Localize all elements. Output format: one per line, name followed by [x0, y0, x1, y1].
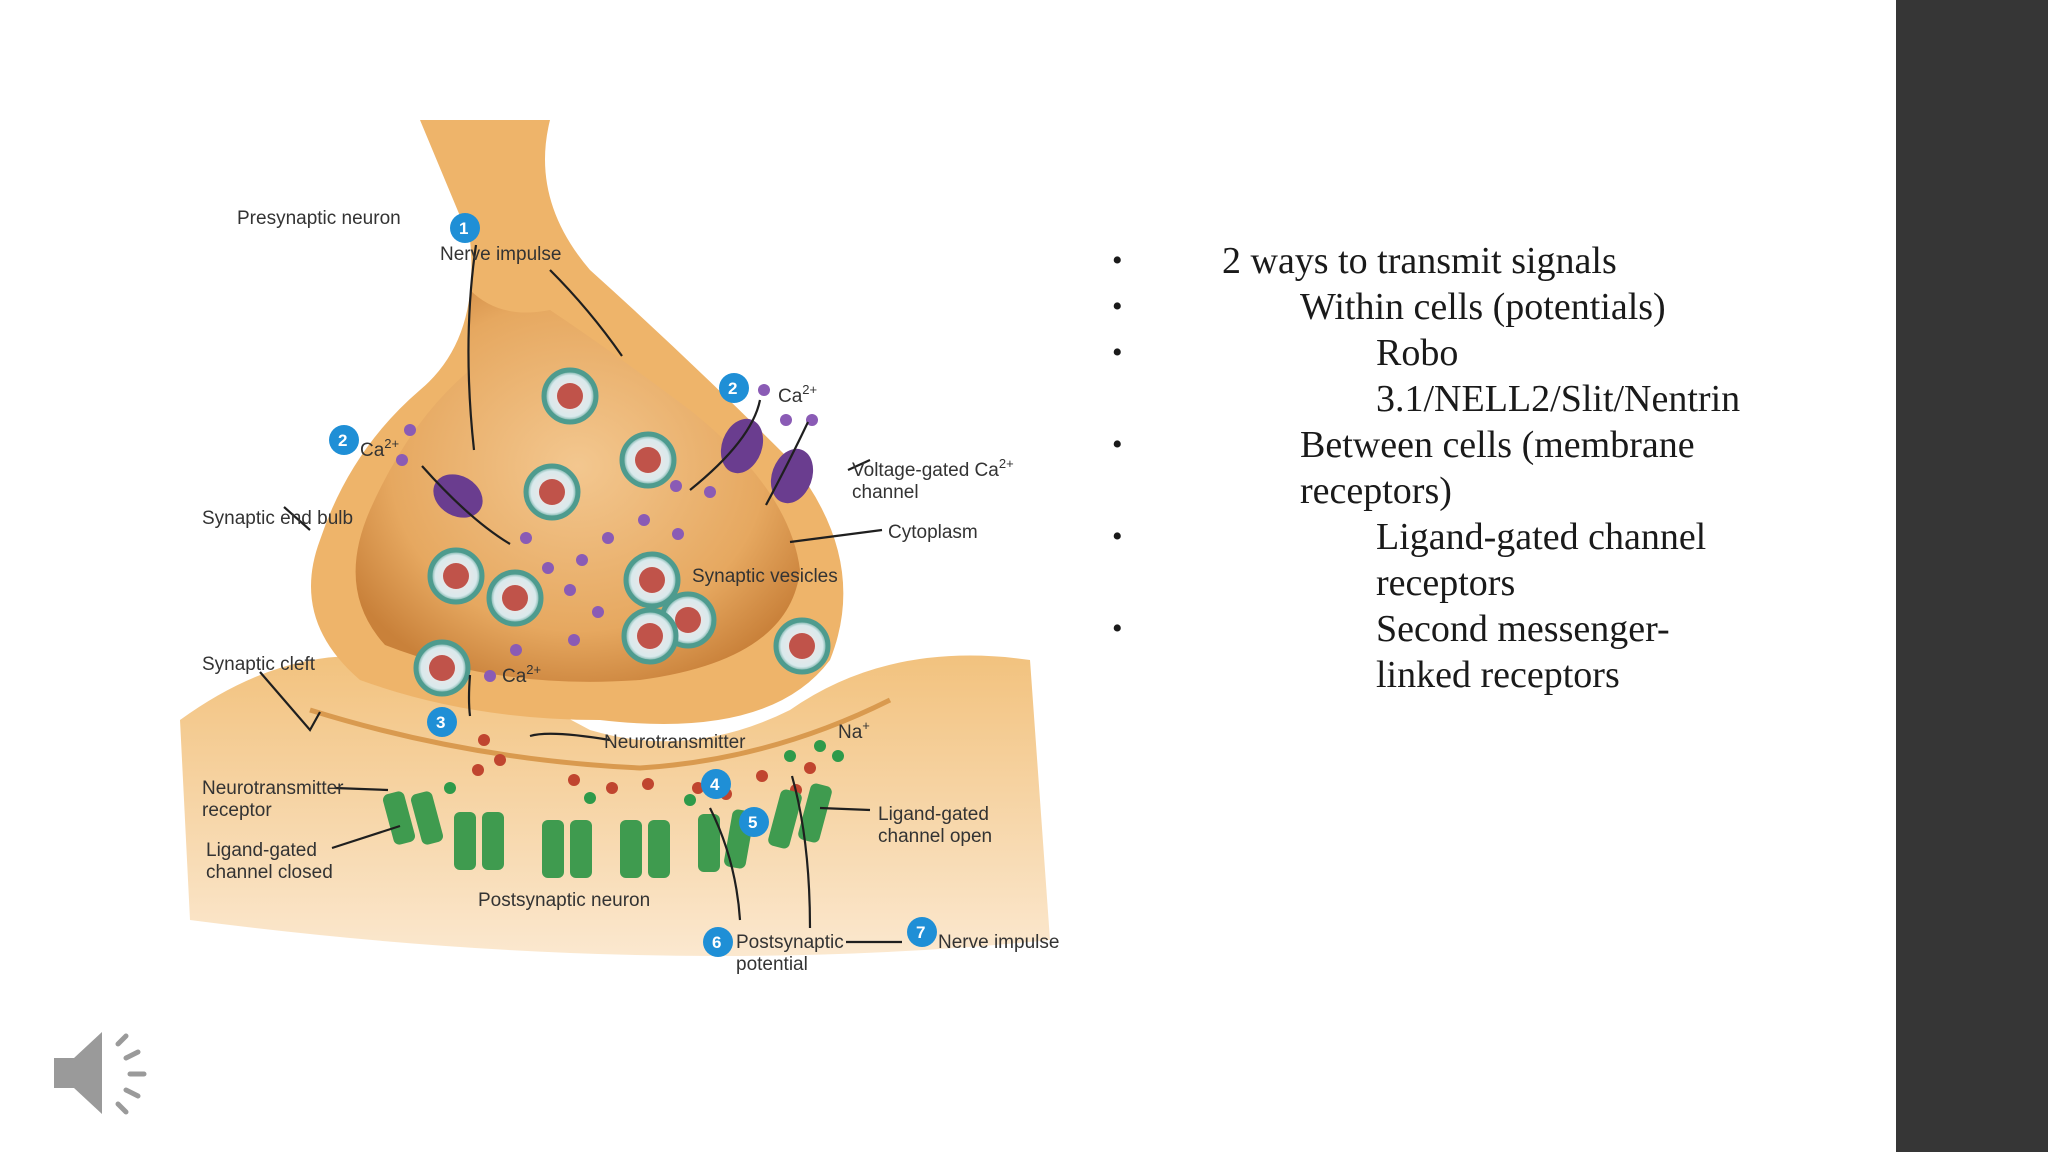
bullet-continuation: receptors): [1300, 470, 1452, 512]
slide: 1 2 2 3 4 5 6 7 Presynaptic neuron Nerve…: [0, 0, 1896, 1152]
diagram-labels: Presynaptic neuron Nerve impulse Ca2+ Ca…: [202, 208, 1059, 975]
bullet-continuation: receptors: [1376, 562, 1516, 604]
svg-text:7: 7: [916, 923, 925, 942]
bullet-level3: Ligand-gated channel: [1112, 514, 1860, 560]
ligand-gated-receptors: [382, 783, 832, 878]
label-nerve-impulse-1: Nerve impulse: [440, 244, 561, 265]
label-postsynaptic-neuron: Postsynaptic neuron: [478, 890, 650, 911]
neurotransmitter-molecules: [472, 734, 816, 800]
sodium-ions: [444, 740, 844, 806]
label-postsynaptic-potential-line2: potential: [736, 954, 808, 975]
label-neurotransmitter: Neurotransmitter: [604, 732, 746, 753]
label-synaptic-end-bulb: Synaptic end bulb: [202, 508, 353, 529]
label-nt-receptor-line2: receptor: [202, 800, 272, 821]
svg-text:2: 2: [728, 379, 737, 398]
synaptic-vesicles: [413, 367, 831, 697]
label-ca-bottom: Ca2+: [502, 662, 541, 687]
bullet-level3: Second messenger-: [1112, 606, 1860, 652]
arrows: [259, 244, 902, 944]
synapse-diagram: 1 2 2 3 4 5 6 7 Presynaptic neuron Nerve…: [180, 120, 1059, 975]
label-voltage-gated-line1: Voltage-gated Ca2+: [852, 456, 1014, 481]
side-panel: [1896, 0, 2048, 1152]
label-synaptic-cleft: Synaptic cleft: [202, 654, 316, 675]
calcium-ions: [396, 384, 818, 682]
bullet-level2: Between cells (membrane: [1112, 422, 1860, 468]
postsynaptic-neuron-shape: [180, 655, 1050, 956]
label-lg-closed-line1: Ligand-gated: [206, 840, 317, 861]
svg-text:1: 1: [459, 219, 468, 238]
label-lg-closed-line2: channel closed: [206, 862, 333, 883]
svg-text:2: 2: [338, 431, 347, 450]
label-nerve-impulse-7: Nerve impulse: [938, 932, 1059, 953]
svg-text:5: 5: [748, 813, 757, 832]
svg-text:4: 4: [710, 775, 720, 794]
label-voltage-gated-line2: channel: [852, 482, 919, 503]
label-ca-right: Ca2+: [778, 382, 817, 407]
label-nt-receptor-line1: Neurotransmitter: [202, 778, 344, 799]
label-na: Na+: [838, 718, 870, 743]
label-synaptic-vesicles: Synaptic vesicles: [692, 566, 838, 587]
label-postsynaptic-potential-line1: Postsynaptic: [736, 932, 844, 953]
bullet-level1: 2 ways to transmit signals: [1112, 238, 1860, 284]
bullet-continuation: linked receptors: [1376, 654, 1620, 696]
step-badges: 1 2 2 3 4 5 6 7: [329, 213, 937, 957]
voltage-gated-ca-channels: [433, 418, 814, 518]
bullet-list: 2 ways to transmit signals Within cells …: [1112, 238, 1860, 698]
synaptic-cleft-membrane: [309, 697, 892, 771]
label-cytoplasm: Cytoplasm: [888, 522, 978, 543]
bullet-level3: Robo: [1112, 330, 1860, 376]
label-lg-open-line2: channel open: [878, 826, 992, 847]
label-lg-open-line1: Ligand-gated: [878, 804, 989, 825]
svg-text:6: 6: [712, 933, 721, 952]
bullet-continuation: 3.1/NELL2/Slit/Nentrin: [1376, 378, 1741, 420]
label-presynaptic-neuron: Presynaptic neuron: [237, 208, 401, 229]
speaker-volume-icon[interactable]: [50, 1022, 156, 1122]
svg-text:3: 3: [436, 713, 445, 732]
label-ca-left: Ca2+: [360, 436, 399, 461]
bullet-level2: Within cells (potentials): [1112, 284, 1860, 330]
